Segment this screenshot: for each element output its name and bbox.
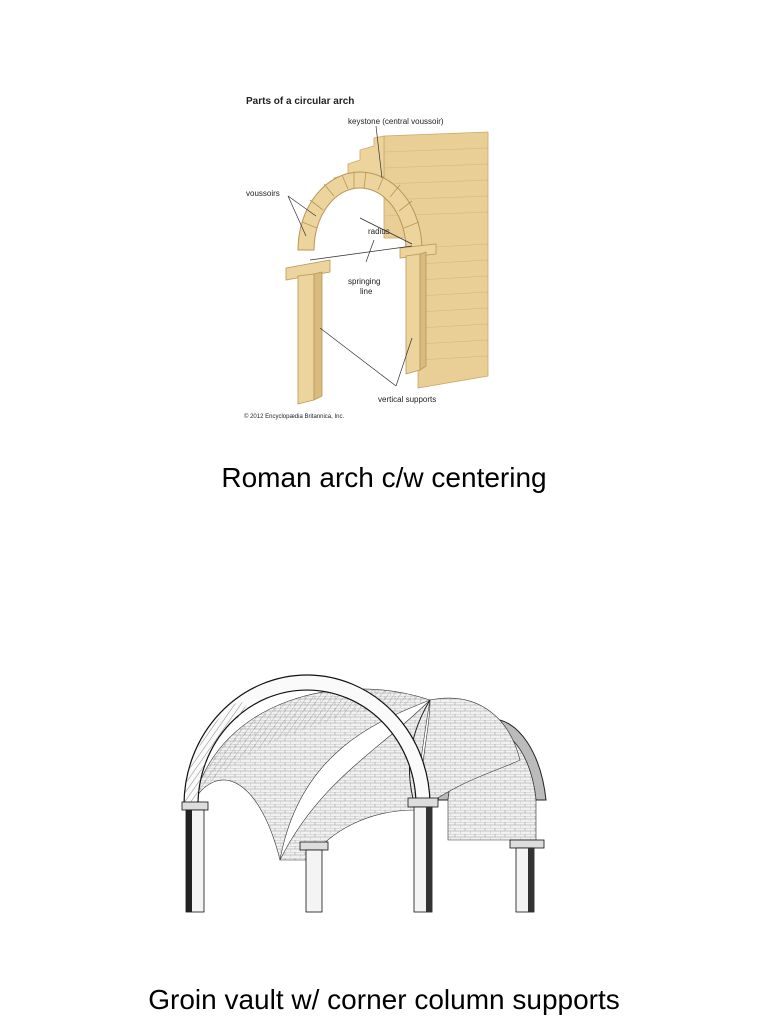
vault-webs — [193, 688, 521, 861]
left-vertical-support — [297, 271, 323, 405]
column-front-left — [181, 801, 209, 913]
column-front-right — [407, 797, 439, 913]
column-back-left — [299, 841, 329, 913]
label-vertical-supports: vertical supports — [378, 395, 436, 404]
label-line: line — [360, 287, 373, 296]
diagram-title: Parts of a circular arch — [246, 96, 354, 107]
column-back-right — [509, 839, 545, 913]
circular-arch-diagram: Parts of a circular arch — [244, 96, 489, 420]
groin-vault-illustration — [181, 674, 547, 913]
label-radius: radius — [368, 227, 390, 236]
arch-caption: Roman arch c/w centering — [221, 462, 547, 493]
label-springing: springing — [348, 277, 380, 286]
copyright-notice: © 2012 Encyclopædia Britannica, Inc. — [244, 413, 344, 420]
label-keystone: keystone (central voussoir) — [348, 117, 444, 126]
leader-lines — [287, 125, 413, 387]
impost-blocks — [285, 217, 437, 281]
label-voussoirs: voussoirs — [246, 189, 280, 198]
vault-caption: Groin vault w/ corner column supports — [148, 984, 620, 1015]
right-vertical-support — [405, 251, 427, 375]
back-wall — [333, 131, 489, 389]
corner-columns — [181, 797, 545, 913]
